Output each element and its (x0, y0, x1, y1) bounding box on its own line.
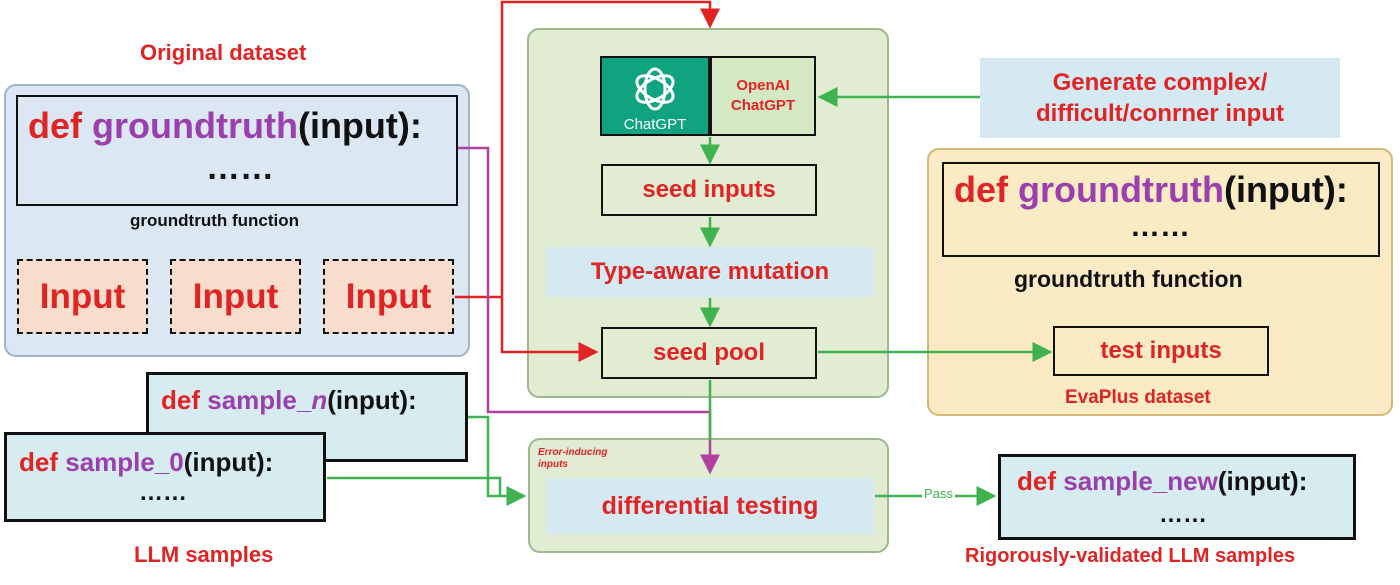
groundtruth-signature: def groundtruth(input): (954, 169, 1348, 211)
evaplus-groundtruth-box: def groundtruth(input): …… (942, 162, 1380, 257)
code-ellipsis: …… (1159, 501, 1207, 528)
groundtruth-signature: def groundtruth(input): (28, 105, 422, 147)
original-dataset-title: Original dataset (140, 40, 307, 65)
function-index: n (311, 385, 328, 415)
validated-samples-caption: Rigorously-validated LLM samples (965, 545, 1296, 567)
evaplus-groundtruth-caption: groundtruth function (1014, 266, 1243, 292)
def-keyword: def (19, 447, 58, 477)
function-args: (input): (327, 385, 417, 415)
arrow-sample-0-to-differential (327, 476, 502, 496)
sample-n-signature: def sample_n(input): (161, 385, 417, 416)
function-args: (input): (183, 447, 274, 477)
function-args: (input): (297, 105, 422, 146)
groundtruth-caption: groundtruth function (130, 211, 300, 230)
function-name: groundtruth (1018, 169, 1224, 210)
openai-chatgpt-label: OpenAI ChatGPT (710, 56, 816, 136)
function-args: (input): (1223, 169, 1348, 210)
function-name: sample_0 (65, 447, 184, 477)
def-keyword: def (161, 385, 200, 415)
sample-0-signature: def sample_0(input): (19, 447, 273, 478)
input-box-3: Input (323, 259, 454, 334)
code-ellipsis: …… (1130, 210, 1190, 243)
pass-label: Pass (922, 486, 955, 501)
code-ellipsis: …… (139, 479, 187, 506)
seed-inputs-box: seed inputs (601, 164, 817, 216)
input-box-1: Input (17, 259, 148, 334)
openai-knot-icon (635, 67, 675, 111)
chatgpt-logo: ChatGPT (600, 56, 710, 136)
chatgpt-logo-text: ChatGPT (623, 116, 687, 133)
sample-0-box: def sample_0(input): …… (4, 432, 326, 522)
seed-pool-box: seed pool (601, 327, 817, 379)
function-name: sample_ (207, 385, 312, 415)
llm-samples-caption: LLM samples (134, 542, 274, 567)
function-name: sample_new (1063, 466, 1218, 496)
input-box-2: Input (170, 259, 301, 334)
sample-new-box: def sample_new(input): …… (998, 454, 1356, 540)
evaplus-dataset-title: EvaPlus dataset (1065, 387, 1211, 408)
test-inputs-box: test inputs (1053, 326, 1269, 376)
def-keyword: def (1017, 466, 1056, 496)
type-aware-mutation-box: Type-aware mutation (546, 247, 874, 297)
code-ellipsis: …… (206, 149, 274, 187)
def-keyword: def (954, 169, 1008, 210)
groundtruth-code-box: def groundtruth(input): …… (16, 95, 458, 206)
def-keyword: def (28, 105, 82, 146)
arrow-sample-n-to-differential (468, 415, 527, 506)
function-name: groundtruth (92, 105, 298, 146)
function-args: (input): (1217, 466, 1308, 496)
differential-testing-box: differential testing (546, 478, 874, 534)
generate-input-box: Generate complex/ difficult/conrner inpu… (980, 58, 1340, 138)
sample-new-signature: def sample_new(input): (1017, 466, 1307, 497)
error-inducing-label: Error-inducing inputs (538, 447, 608, 470)
